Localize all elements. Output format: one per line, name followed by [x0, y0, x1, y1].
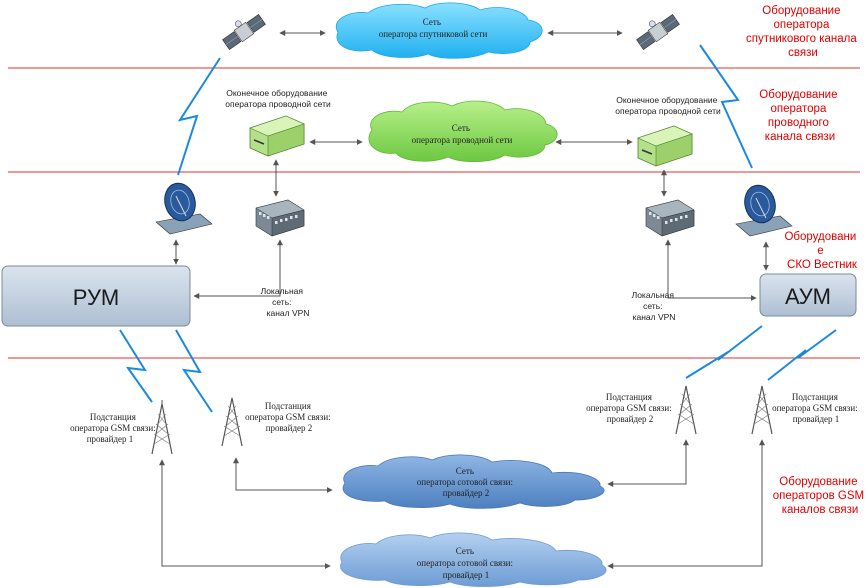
- aum-node[interactable]: АУМ: [759, 273, 857, 317]
- svg-text:Сеть оператора проводной: Сеть оператора проводной сети: [412, 123, 513, 145]
- link-towerright1-gsm1: [607, 439, 765, 569]
- aum-label: АУМ: [785, 284, 831, 309]
- lightning-gsm-left2: [175, 329, 213, 413]
- terminal-left-label: Оконечное оборудование оператора проводн…: [225, 88, 331, 109]
- satellite-dish-left-icon: [155, 182, 213, 235]
- zone-label-satellite: Оборудование оператора спутникового кана…: [746, 5, 860, 59]
- zone-label-sko: Оборудовани е СКО Вестник: [784, 231, 859, 271]
- gsm-tower-right1-icon: [751, 385, 773, 435]
- satellite-left-icon: [222, 14, 266, 50]
- switch-left-icon: [255, 199, 305, 237]
- gsm-tower-left1-icon: [151, 400, 173, 455]
- wired-network-cloud: Сеть оператора проводной сети: [368, 100, 558, 163]
- link-switchright-aum: [665, 239, 757, 301]
- lightning-satellite-right: [699, 44, 753, 169]
- terminal-left-icon: [249, 115, 305, 157]
- svg-text:Сеть оператора сотовой с: Сеть оператора сотовой связи: провайдер …: [417, 466, 515, 498]
- switch-right-icon: [645, 199, 695, 237]
- zone-label-wired: Оборудование оператора проводного канала…: [759, 89, 840, 143]
- link-switchleft-rum: [193, 239, 283, 299]
- link-towerright2-gsm2: [607, 439, 689, 487]
- satellite-network-cloud: Сеть оператора спутниковой сети: [335, 2, 543, 59]
- lan-left-label: Локальная сеть: канал VPN: [261, 286, 310, 318]
- rum-label: РУМ: [73, 285, 120, 310]
- tower-right1-label: Подстанция оператора GSM связи: провайде…: [772, 392, 860, 424]
- lightning-gsm-right1: [767, 329, 837, 381]
- gsm-provider1-cloud: Сеть оператора сотовой связи: провайдер …: [340, 532, 607, 587]
- tower-left2-label: Подстанция оператора GSM связи: провайде…: [245, 401, 333, 433]
- satellite-right-icon: [636, 14, 680, 50]
- link-towerleft1-gsm1: [159, 459, 331, 569]
- tower-left1-label: Подстанция оператора GSM связи: провайде…: [70, 412, 158, 444]
- terminal-right-label: Оконечное оборудование оператора проводн…: [615, 95, 721, 116]
- gsm-tower-right2-icon: [675, 385, 697, 435]
- lan-right-label: Локальная сеть: канал VPN: [632, 290, 677, 322]
- rum-node[interactable]: РУМ: [1, 265, 191, 327]
- gsm-provider2-cloud: Сеть оператора сотовой связи: провайдер …: [342, 454, 605, 509]
- zone-label-gsm: Оборудование операторов GSM каналов связ…: [773, 476, 868, 516]
- svg-text:Сеть оператора сотовой с: Сеть оператора сотовой связи: провайдер …: [417, 546, 515, 580]
- lightning-gsm-left1: [119, 329, 153, 403]
- svg-text:Сеть оператора спутников: Сеть оператора спутниковой сети: [379, 17, 488, 39]
- terminal-right-icon: [637, 125, 693, 167]
- tower-right2-label: Подстанция оператора GSM связи: провайде…: [586, 392, 674, 424]
- lightning-gsm-right2: [685, 325, 763, 379]
- lightning-satellite-left: [177, 57, 221, 176]
- link-towerleft2-gsm2: [233, 457, 333, 493]
- satellite-dish-right-icon: [735, 184, 793, 237]
- gsm-tower-left2-icon: [221, 397, 243, 447]
